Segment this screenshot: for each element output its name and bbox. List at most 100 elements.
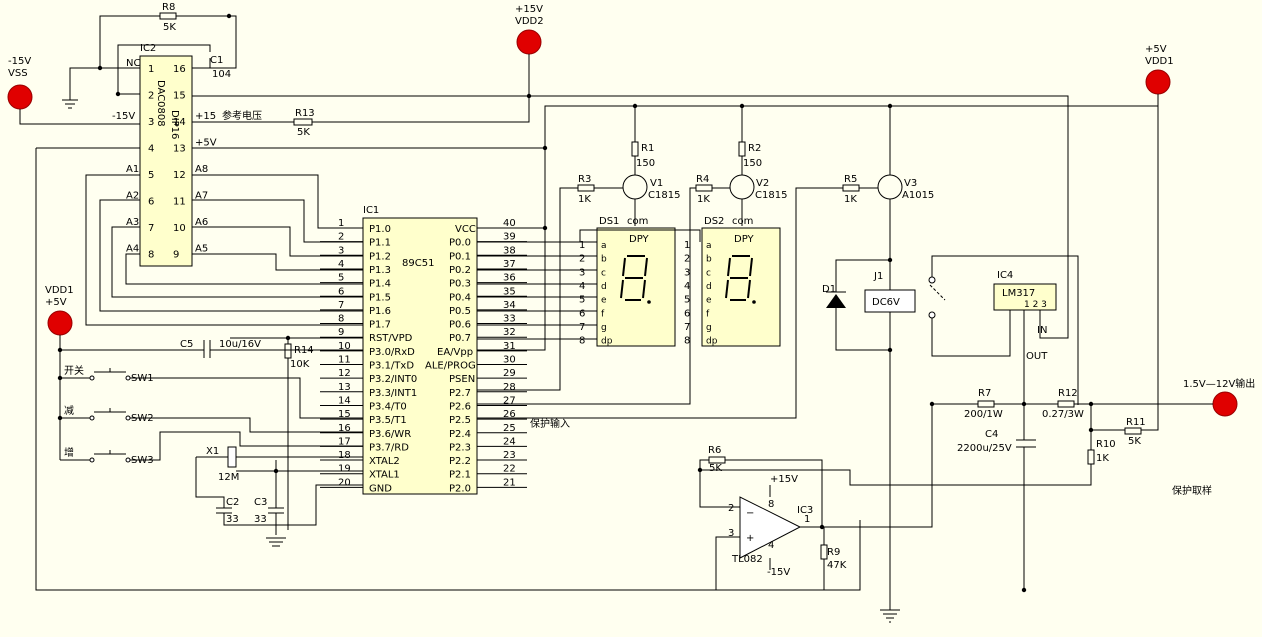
ic1-pin-num: 6 <box>338 286 344 297</box>
ic2-pkg: DIP16 <box>169 110 180 139</box>
ic1-pin-name: PSEN <box>449 374 475 385</box>
r8-ref: R8 <box>162 2 175 13</box>
ic1-pin-name: P0.1 <box>449 251 471 262</box>
ic1-pin-num: 10 <box>338 341 351 352</box>
ic1-pin-name: P3.1/TxD <box>369 361 414 372</box>
ic1-pin-name: P1.3 <box>369 265 391 276</box>
ic1-pin-num: 12 <box>338 368 351 379</box>
wire-ic2-pin1 <box>69 67 140 100</box>
r5: R5 1K <box>842 174 860 205</box>
terminal-vss-net: VSS <box>8 68 28 79</box>
wire-vcc-drops <box>634 106 1159 431</box>
ic1-pin-num: 37 <box>503 259 516 270</box>
ic4-part: LM317 <box>1002 288 1035 299</box>
ic2-body <box>139 55 193 267</box>
r14: R14 10K <box>284 343 314 370</box>
ic2-pin-num: 11 <box>173 197 186 208</box>
display-seg-name: d <box>706 282 712 292</box>
d1-ref: D1 <box>822 284 836 295</box>
ic1-pin-name: P1.1 <box>369 238 391 249</box>
ic1-pin-name: P0.3 <box>449 279 471 290</box>
switch-label: 开关 <box>64 364 84 377</box>
display-pin-num: 3 <box>579 267 585 278</box>
r2-ref: R2 <box>748 143 761 154</box>
ic2-pin-net: A6 <box>195 217 208 228</box>
ic3-triangle <box>739 496 802 559</box>
wire-vdd2 <box>192 54 530 123</box>
r5-body <box>842 184 860 192</box>
junction-dot <box>57 415 63 421</box>
ic2-part: DAC0808 <box>155 80 166 127</box>
ic2-pin-num: 15 <box>173 91 186 102</box>
ic4-lm317: IC4 LM317 1 2 3 IN OUT <box>993 270 1057 362</box>
junction-dot <box>1021 587 1027 593</box>
c4: C4 2200u/25V <box>957 429 1036 454</box>
junction-dot <box>1021 401 1027 407</box>
display-seg-name: c <box>601 268 606 278</box>
display-seg-name: c <box>706 268 711 278</box>
display-pin-num: 4 <box>684 281 690 292</box>
ic2-pin-net: A4 <box>126 244 139 255</box>
ic2-pin-net: A5 <box>195 244 208 255</box>
v2-body <box>729 174 755 200</box>
ref-voltage-label: 参考电压 <box>222 109 262 122</box>
relay-switch <box>929 284 946 301</box>
switch-contact <box>89 457 95 463</box>
ic1-pin-num: 33 <box>503 314 516 325</box>
ic1-pin-num: 2 <box>338 232 344 243</box>
display-pin-num: 6 <box>684 308 690 319</box>
c2-val: 33 <box>226 514 239 525</box>
ic2-pin-num: 2 <box>148 91 154 102</box>
ic1-pin-num: 23 <box>503 450 516 461</box>
ic1-part: 89C51 <box>402 258 434 269</box>
r11-ref: R11 <box>1126 417 1146 428</box>
display-pin-num: 4 <box>579 281 585 292</box>
r5-ref: R5 <box>844 174 857 185</box>
relay-j1: J1 DC6V <box>864 271 946 319</box>
ic1-pin-name: P2.6 <box>449 401 471 412</box>
wire-ea <box>477 228 546 351</box>
wire-output <box>932 310 1213 405</box>
junction-dot <box>285 335 291 341</box>
ic1-pin-num: 39 <box>503 232 516 243</box>
display-seg-name: a <box>706 241 712 251</box>
ic1-pin-name: XTAL1 <box>369 470 400 481</box>
ic1-pin-name: P0.7 <box>449 333 471 344</box>
ic1-pin-name: P2.7 <box>449 388 471 399</box>
v2-part: C1815 <box>755 190 787 201</box>
ic1-pin-num: 27 <box>503 395 516 406</box>
junction-dot <box>887 347 893 353</box>
r1-ref: R1 <box>641 143 654 154</box>
display-seg-name: b <box>601 255 607 265</box>
wires <box>19 15 1213 623</box>
ic2-pin-net: A8 <box>195 164 208 175</box>
ic1-pin-num: 26 <box>503 409 516 420</box>
wire-p0-bridge <box>579 229 701 242</box>
wire-sw3 <box>60 431 363 461</box>
r3: R3 1K <box>577 174 595 205</box>
display-seg-name: f <box>706 309 710 319</box>
terminal-output: 1.5V—12V输出 <box>1183 377 1255 417</box>
c2-ref: C2 <box>226 497 239 508</box>
ic1-pin-num: 30 <box>503 355 516 366</box>
ic3-part: TL082 <box>731 554 763 565</box>
v3-ref: V3 <box>904 178 917 189</box>
junction-dot <box>739 103 745 109</box>
ic1-pin-num: 16 <box>338 423 351 434</box>
wire-opamp-out <box>725 404 933 528</box>
ic1-pin-num: 5 <box>338 273 344 284</box>
ic2-pin-num: 14 <box>173 117 186 128</box>
wire-relay-contacts <box>931 255 1079 405</box>
terminal-vdd2-label: +15V <box>515 4 543 15</box>
terminal-vss-label: -15V <box>8 56 31 67</box>
gnd-xtal <box>266 537 286 547</box>
wire-sample <box>699 404 1125 486</box>
ic1-pin-num: 13 <box>338 382 351 393</box>
wire-a6 <box>192 226 363 257</box>
x1-ref: X1 <box>206 446 219 457</box>
display-com: com <box>627 216 648 227</box>
x1-body <box>227 446 237 468</box>
ic3-pin1: 1 <box>804 514 810 525</box>
r13-ref: R13 <box>295 108 315 119</box>
display-com: com <box>732 216 753 227</box>
